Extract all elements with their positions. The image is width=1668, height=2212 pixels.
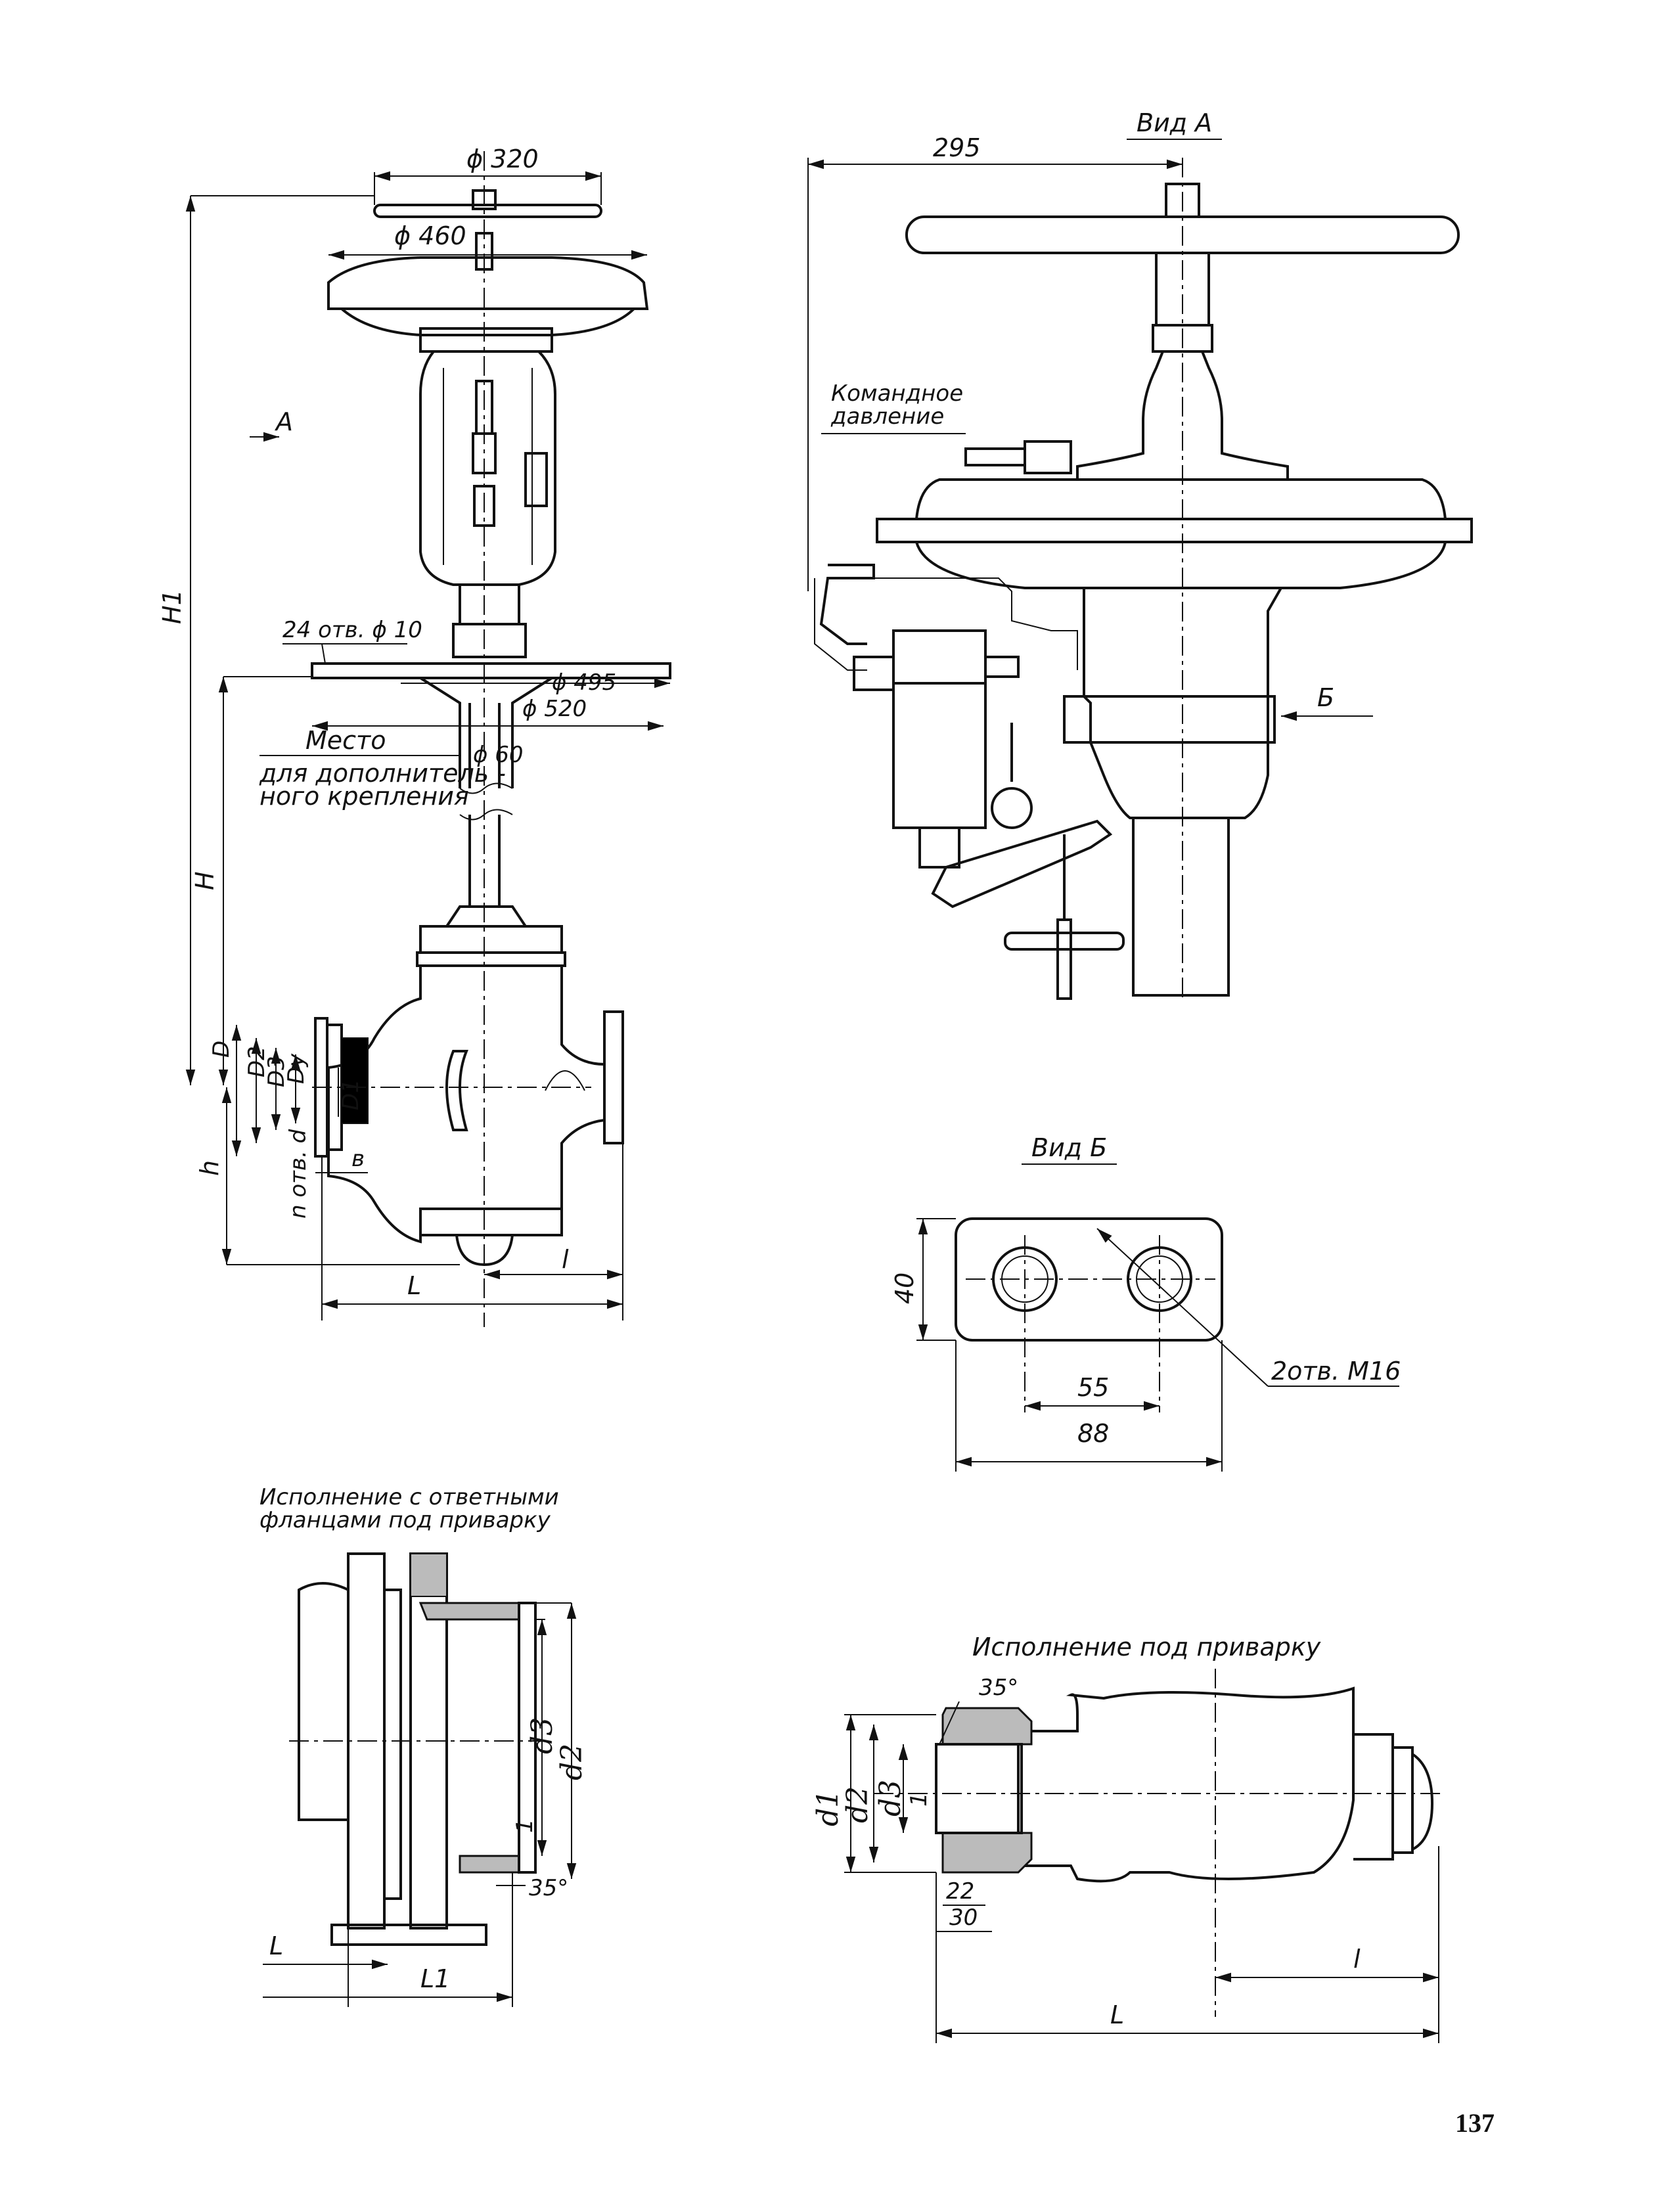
dim-H: H	[191, 871, 219, 890]
view-b-dim-40: 40	[890, 1273, 919, 1304]
welded-variant: Исполнение под приварку 35° d1 d2 d3 1 2…	[811, 1633, 1445, 2043]
command-pressure-line1: Командное	[831, 380, 963, 407]
flanged-L1: L1	[420, 1964, 450, 1993]
page-number: 137	[1455, 2108, 1495, 2138]
seat	[445, 1050, 468, 1131]
welded-angle: 35°	[979, 1675, 1018, 1701]
dim-D3: D3	[263, 1056, 290, 1087]
diaphragm-housing	[327, 256, 649, 310]
view-b-plate	[955, 1217, 1223, 1342]
view-b: Вид Б 40 55 88 2отв. М16	[890, 1133, 1401, 1472]
view-b-dim-88: 88	[1077, 1419, 1109, 1448]
view-a-bottom-pipe	[1132, 817, 1230, 997]
welded-d2: d2	[841, 1786, 874, 1823]
dim-D: D	[208, 1041, 235, 1058]
mounting-plate	[311, 662, 671, 679]
flanged-title-line2: фланцами под приварку	[259, 1507, 551, 1533]
flanged-one: 1	[512, 1818, 538, 1833]
welded-pipe-end	[935, 1743, 1023, 1834]
dim-d320: ϕ 320	[466, 145, 539, 173]
dim-n-holes-d: n отв. d	[285, 1129, 311, 1219]
view-a-title: Вид А	[1137, 108, 1212, 137]
view-b-arrow: Б	[1317, 683, 1334, 712]
flanged-pipe-left	[298, 1582, 349, 1821]
note-extra-line2: ного крепления	[259, 782, 469, 811]
positioner-gauge	[991, 787, 1033, 829]
dim-l: l	[562, 1245, 569, 1274]
flanged-d2: d2	[555, 1744, 589, 1780]
view-a: Вид А 295 Командное давление Б	[807, 108, 1473, 1000]
dim-d520: ϕ 520	[522, 696, 587, 722]
view-a-body	[1083, 587, 1284, 819]
flanged-d3: d3	[526, 1717, 559, 1754]
dim-D1: D1	[338, 1079, 364, 1110]
welded-L: L	[1110, 2000, 1124, 2029]
dim-D2: D2	[244, 1046, 270, 1077]
dim-H1: H1	[158, 589, 187, 624]
handwheel	[373, 204, 602, 218]
welded-dim-30: 30	[949, 1905, 978, 1931]
view-b-title: Вид Б	[1031, 1133, 1107, 1162]
view-b-dim-55: 55	[1077, 1373, 1109, 1402]
view-arrow-a: A	[274, 407, 293, 436]
dim-d495: ϕ 495	[552, 669, 616, 696]
yoke	[419, 350, 556, 586]
position-indicator	[524, 452, 548, 507]
command-pressure-line2: давление	[830, 403, 944, 430]
view-b-holes: 2отв. М16	[1271, 1357, 1401, 1386]
flanged-angle: 35°	[529, 1875, 568, 1901]
positioner-head	[892, 629, 987, 685]
dim-295: 295	[933, 133, 981, 162]
flanged-variant: Исполнение с ответными фланцами под прив…	[259, 1484, 589, 2007]
bonnet-flange	[419, 925, 563, 954]
flanged-bolt	[330, 1924, 487, 1946]
welded-title: Исполнение под приварку	[972, 1633, 1321, 1661]
welded-l: l	[1353, 1945, 1361, 1974]
dim-24-holes: 24 отв. ϕ 10	[282, 617, 422, 643]
welded-body	[1017, 1686, 1355, 1883]
dim-d460: ϕ 460	[394, 221, 466, 250]
welded-dim-22: 22	[946, 1878, 974, 1905]
pneumatic-tubing	[819, 564, 875, 645]
welded-d1: d1	[811, 1790, 845, 1826]
flanged-title-line1: Исполнение с ответными	[259, 1484, 559, 1510]
view-a-diaphragm-flange	[876, 518, 1473, 543]
welded-one: 1	[906, 1792, 932, 1807]
dim-h: h	[195, 1160, 224, 1176]
welded-d3: d3	[874, 1780, 907, 1817]
feedback-lever	[931, 819, 1113, 909]
bottom-plug	[455, 1234, 514, 1267]
valve-body	[327, 964, 606, 1244]
dim-d60: ϕ 60	[473, 742, 524, 768]
note-extra-line1: для дополнитель -	[259, 759, 506, 788]
command-pressure-fitting	[964, 447, 1026, 466]
dim-b: в	[351, 1146, 365, 1172]
main-valve-view: ϕ 320 ϕ 460 H1 A 24 отв. ϕ 10 ϕ 495 ϕ 52…	[158, 145, 671, 1327]
positioner-body	[892, 682, 987, 829]
dim-L: L	[407, 1271, 421, 1300]
dim-Dy: Dy	[283, 1053, 309, 1084]
flanged-L: L	[269, 1931, 283, 1960]
outlet-flange	[603, 1010, 624, 1144]
note-place: Место	[305, 726, 386, 755]
extension-shaft	[468, 703, 501, 788]
